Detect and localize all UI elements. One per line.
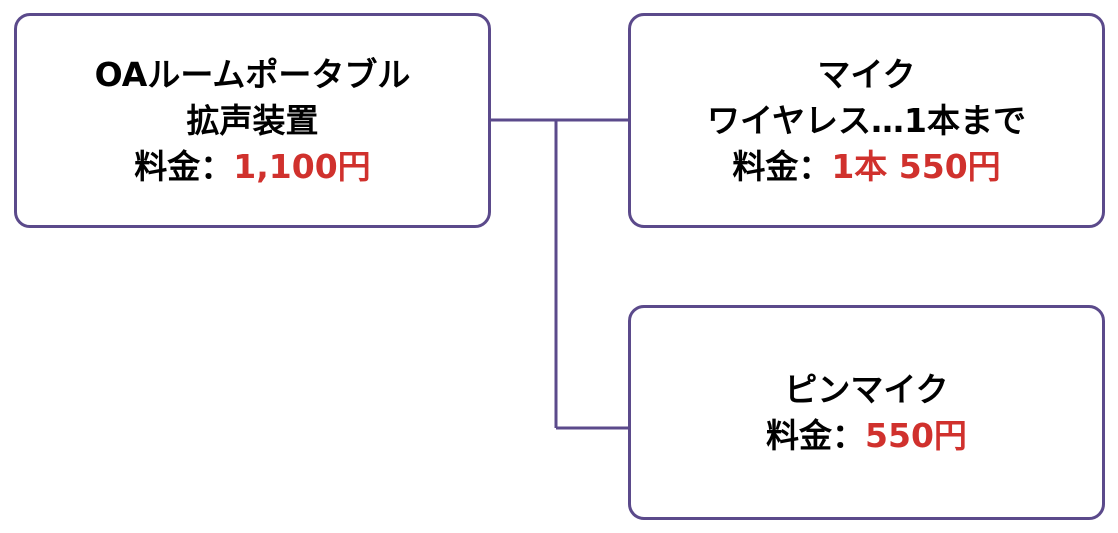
option-pin-mic-price-row: 料金：550円: [766, 413, 967, 459]
option-pin-mic-box: ピンマイク 料金：550円: [628, 305, 1105, 520]
main-item-name-line2: 拡声装置: [186, 100, 319, 140]
main-item-price-row: 料金：1,100円: [134, 144, 370, 190]
main-item-price-label: 料金：: [134, 146, 234, 186]
option-mic-name-line2: ワイヤレス…1本まで: [707, 100, 1026, 140]
option-pin-mic-price-label: 料金：: [766, 415, 866, 455]
option-pin-mic-price-value: 550円: [865, 415, 967, 455]
main-item-box: OAルームポータブル 拡声装置 料金：1,100円: [14, 13, 491, 228]
main-item-price-value: 1,100円: [233, 146, 371, 186]
option-mic-price-row: 料金：1本 550円: [732, 144, 1000, 190]
main-item-name-line1: OAルームポータブル: [94, 54, 411, 94]
option-mic-box: マイク ワイヤレス…1本まで 料金：1本 550円: [628, 13, 1105, 228]
option-mic-name-line1: マイク: [817, 54, 916, 94]
option-mic-price-value: 1本 550円: [831, 146, 1001, 186]
option-pin-mic-name: ピンマイク: [784, 369, 949, 409]
option-mic-price-label: 料金：: [732, 146, 832, 186]
